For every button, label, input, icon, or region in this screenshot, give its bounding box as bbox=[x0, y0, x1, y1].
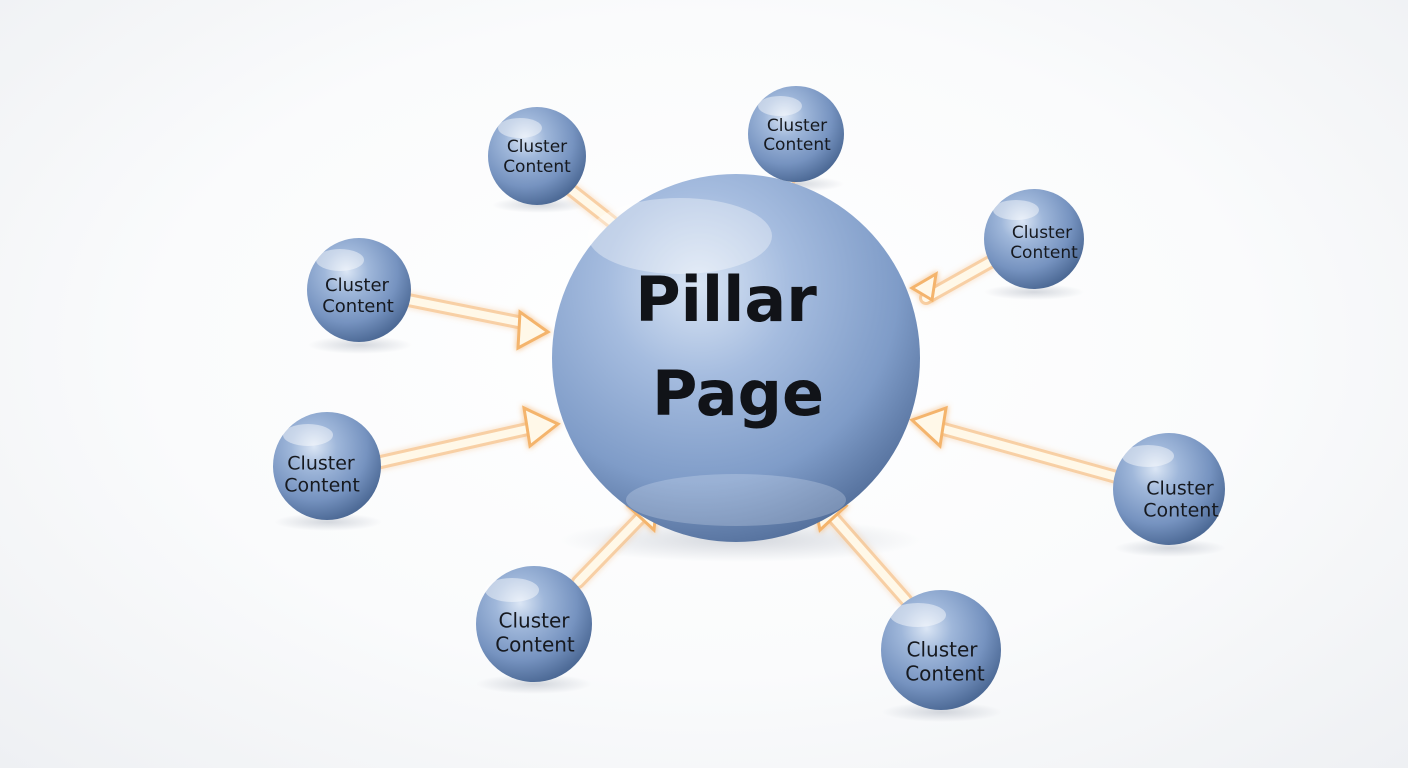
cluster-label-line2: Content bbox=[495, 633, 575, 657]
arrow bbox=[365, 405, 561, 471]
cluster-sphere bbox=[307, 238, 411, 342]
pillar-title-line2: Page bbox=[652, 357, 824, 430]
cluster-shadow bbox=[308, 336, 412, 354]
cluster-node: Cluster Content bbox=[748, 86, 844, 182]
sphere-highlight bbox=[1122, 445, 1174, 467]
cluster-label-line1: Cluster bbox=[325, 275, 389, 296]
cluster-node: Cluster Content bbox=[881, 590, 1001, 710]
pillar-rim-light bbox=[626, 474, 846, 526]
cluster-sphere bbox=[1113, 433, 1225, 545]
shadows bbox=[274, 176, 1226, 722]
cluster-label-line1: Cluster bbox=[499, 609, 571, 633]
pillar-highlight bbox=[588, 198, 772, 274]
sphere-highlight bbox=[485, 578, 539, 602]
cluster-label-line1: Cluster bbox=[507, 137, 567, 157]
cluster-label-line2: Content bbox=[905, 662, 985, 686]
pillar-page-node: Pillar Page bbox=[552, 174, 920, 542]
cluster-node: Cluster Content bbox=[488, 107, 586, 205]
cluster-sphere bbox=[476, 566, 592, 682]
cluster-label-line2: Content bbox=[503, 157, 571, 177]
cluster-shadow bbox=[492, 197, 588, 213]
pillar-title-line1: Pillar bbox=[635, 263, 817, 336]
sphere-highlight bbox=[890, 603, 946, 627]
cluster-sphere bbox=[984, 189, 1084, 289]
sphere-highlight bbox=[993, 200, 1039, 220]
arrow bbox=[909, 405, 1127, 485]
sphere-highlight bbox=[283, 424, 333, 446]
cluster-sphere bbox=[488, 107, 586, 205]
cluster-node: Cluster Content bbox=[273, 412, 381, 520]
cluster-label-line2: Content bbox=[763, 135, 831, 155]
cluster-shadow bbox=[882, 702, 1002, 722]
cluster-label-line1: Cluster bbox=[907, 638, 979, 662]
pillar-sphere bbox=[552, 174, 920, 542]
cluster-label-line2: Content bbox=[322, 296, 394, 317]
cluster-label-line2: Content bbox=[1143, 500, 1219, 522]
cluster-node: Cluster Content bbox=[476, 566, 592, 682]
cluster-sphere bbox=[881, 590, 1001, 710]
cluster-shadow bbox=[274, 513, 382, 531]
arrow bbox=[391, 291, 551, 351]
cluster-sphere bbox=[748, 86, 844, 182]
cluster-label-line1: Cluster bbox=[287, 453, 355, 475]
cluster-label-line1: Cluster bbox=[1146, 478, 1214, 500]
cluster-label-line1: Cluster bbox=[767, 116, 827, 136]
cluster-node: Cluster Content bbox=[984, 189, 1084, 289]
cluster-node: Cluster Content bbox=[1113, 433, 1225, 545]
sphere-highlight bbox=[316, 249, 364, 271]
cluster-label-line2: Content bbox=[284, 475, 360, 497]
cluster-label-line2: Content bbox=[1010, 243, 1078, 263]
sphere-highlight bbox=[498, 118, 542, 138]
cluster-node: Cluster Content bbox=[307, 238, 411, 342]
sphere-highlight bbox=[758, 96, 802, 116]
cluster-sphere bbox=[273, 412, 381, 520]
cluster-shadow bbox=[476, 674, 592, 694]
cluster-shadow bbox=[984, 284, 1084, 300]
cluster-shadow bbox=[1114, 539, 1226, 557]
cluster-label-line1: Cluster bbox=[1012, 223, 1072, 243]
